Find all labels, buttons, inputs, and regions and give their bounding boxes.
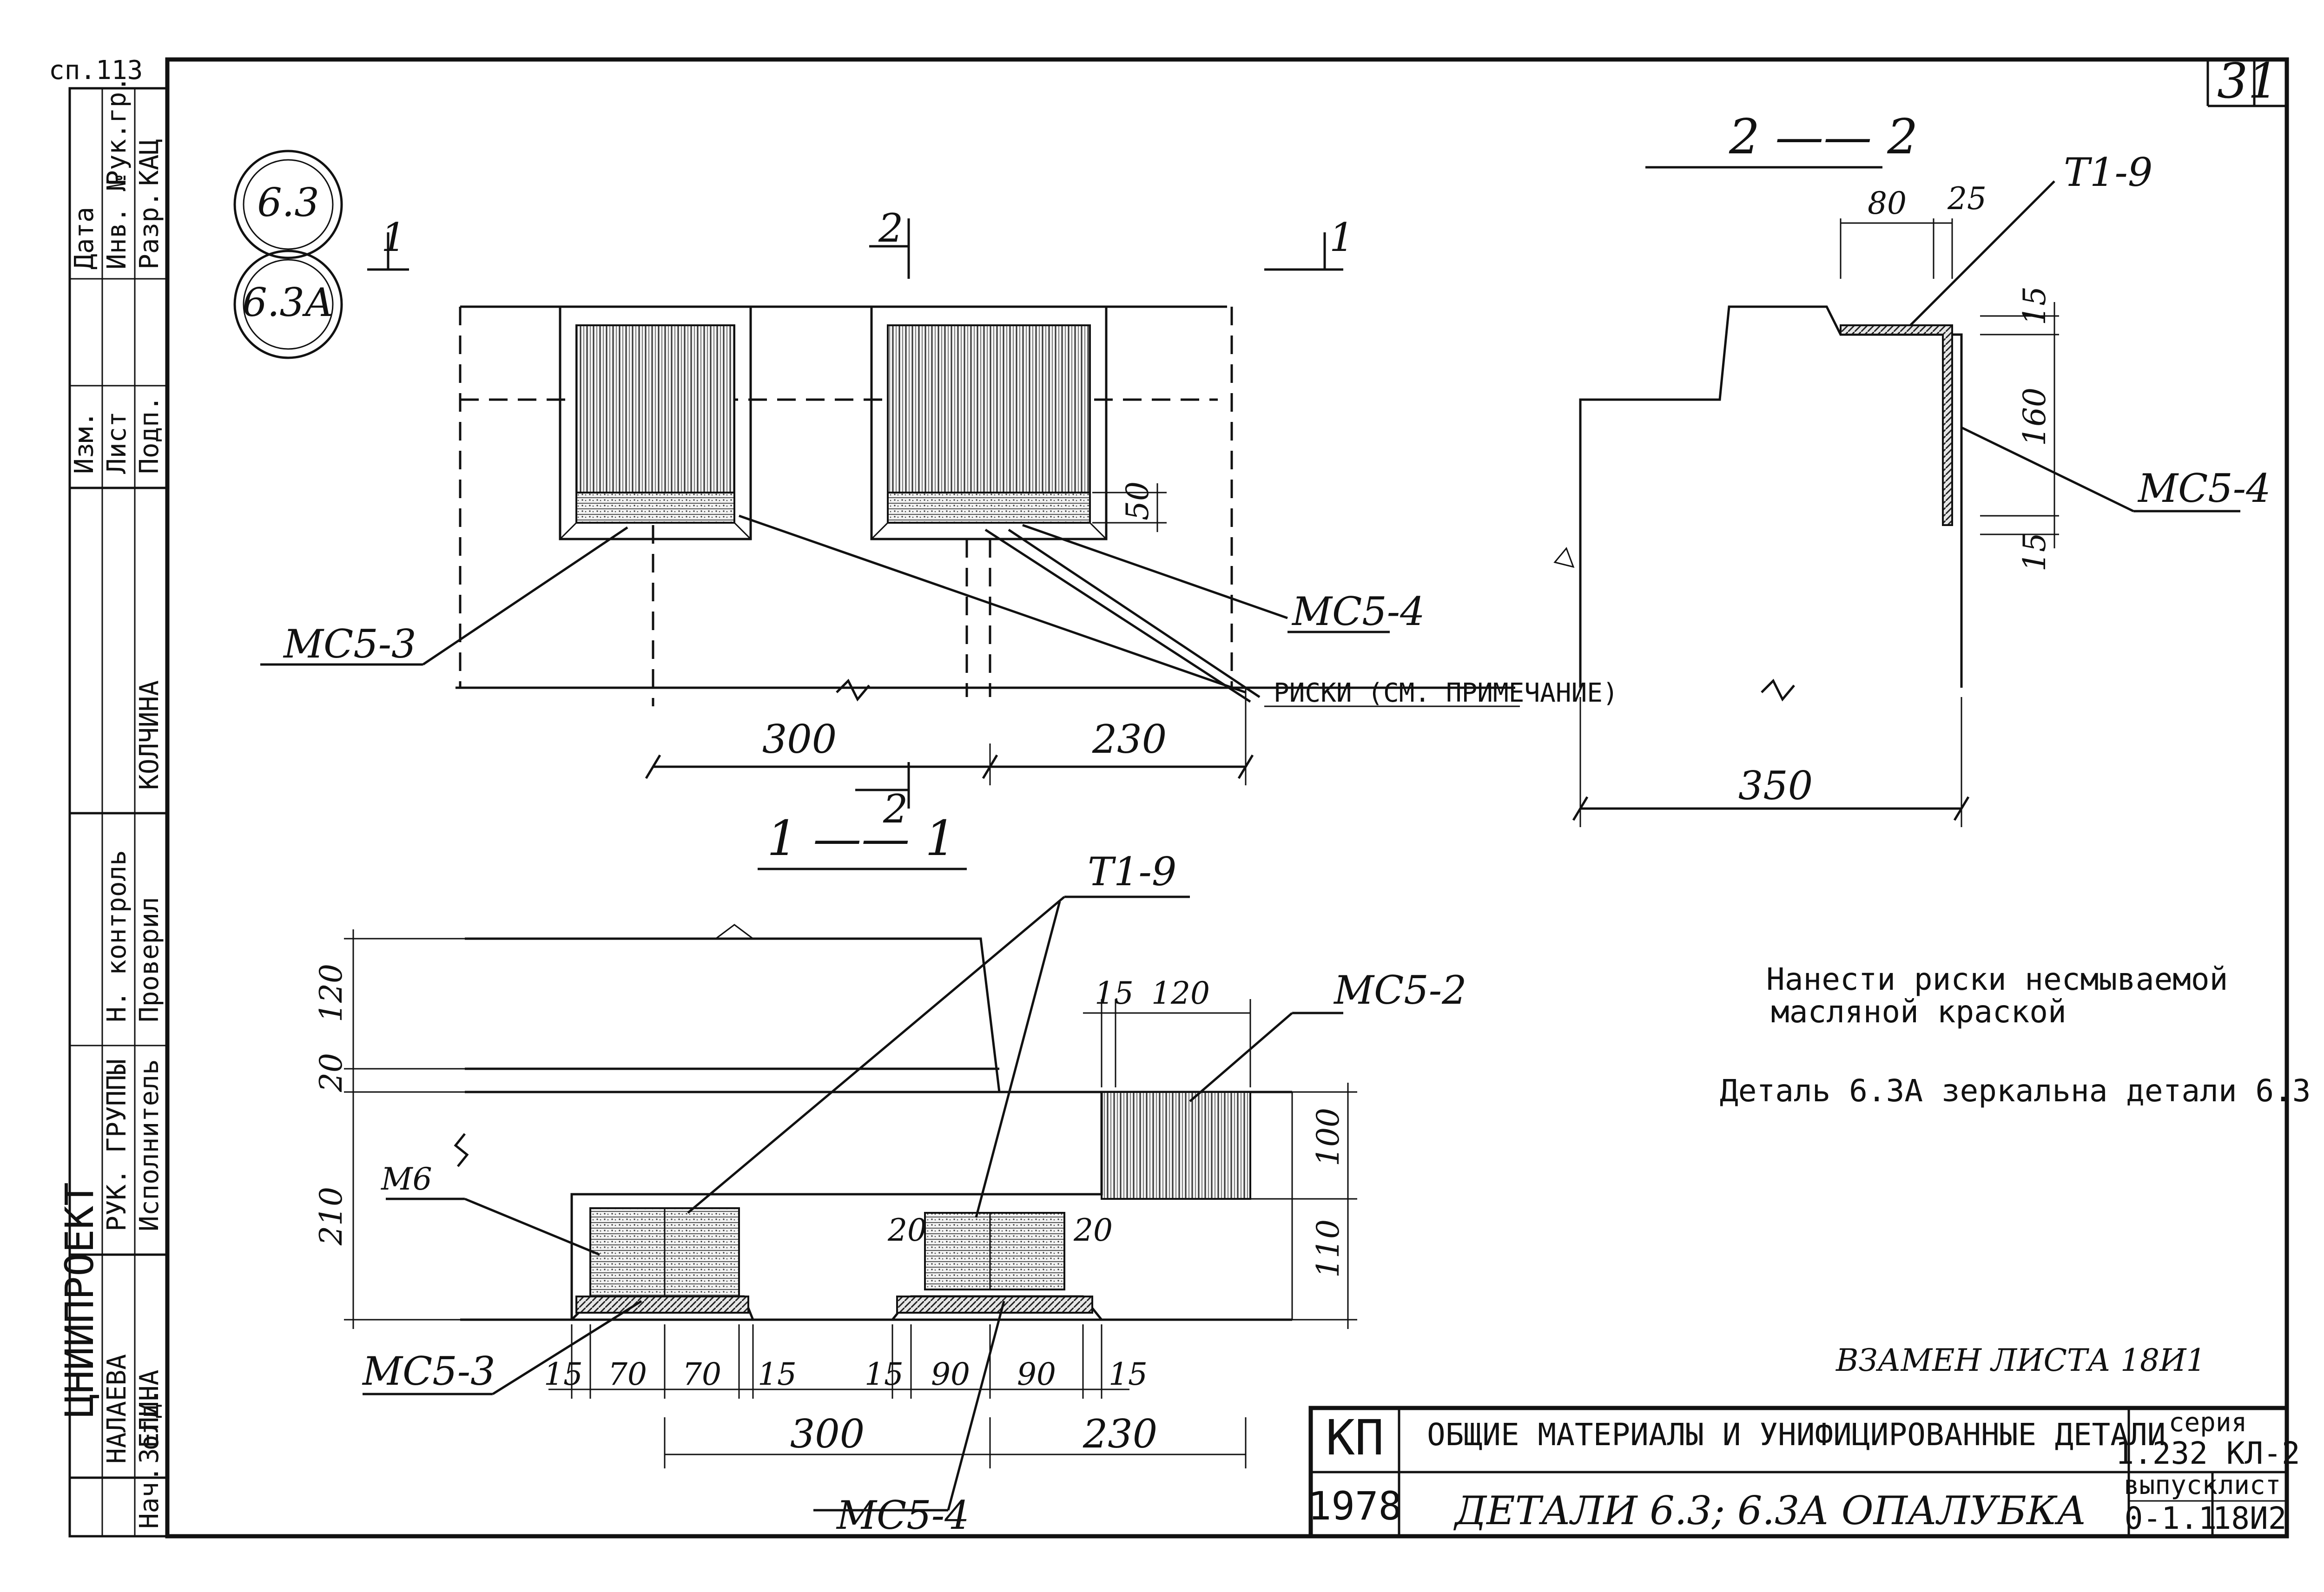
section-2-2-dim-15-bot: 15 <box>2017 533 2053 572</box>
title-top: ОБЩИЕ МАТЕРИАЛЫ И УНИФИЦИРОВАННЫЕ ДЕТАЛИ <box>1427 1417 2166 1453</box>
section-2-2-label-t1-9: Т1-9 <box>2064 150 2152 195</box>
section-1-1-label-t1-9: Т1-9 <box>1088 849 1176 895</box>
section-1-1-dim-120-top: 120 <box>1151 975 1210 1011</box>
stamp-top-4: Дата <box>69 207 99 270</box>
section-1-1-label-mc5-2: МС5-2 <box>1333 967 1467 1013</box>
top-left-code: сп.113 <box>49 55 143 86</box>
note-line-2: масляной краской <box>1771 994 2067 1030</box>
plan-dim-50: 50 <box>1120 481 1155 520</box>
plan-cut1-right: 1 <box>1329 215 1354 260</box>
title-main: ДЕТАЛИ 6.3; 6.3А ОПАЛУБКА <box>1453 1488 2086 1533</box>
detail-marker-6-3a <box>233 250 343 359</box>
stamp-name-2: ЗЕЛИНА <box>134 1370 165 1464</box>
section-2-2-dim-25: 25 <box>1947 181 1987 217</box>
note-mirror: Деталь 6.3А зеркальна детали 6.3 <box>1720 1073 2311 1109</box>
stamp-name-1: НАЛАЕВА <box>102 1354 132 1464</box>
title-issue-label: выпуск <box>2124 1470 2218 1500</box>
plan-cut2-bottom: 2 <box>883 786 908 832</box>
section-1-1-bottom-dim-7: 90 <box>1017 1356 1056 1392</box>
section-1-1-bottom-dim-1: 15 <box>544 1356 583 1392</box>
section-1-1-dim-20-left: 20 <box>313 1053 349 1092</box>
left-stamp <box>68 87 169 1538</box>
stamp-top-6: Разр. <box>134 191 165 270</box>
section-1-1-bottom-dim-3: 70 <box>682 1356 721 1392</box>
plan-label-riski: РИСКИ (СМ. ПРИМЕЧАНИЕ) <box>1274 678 1618 708</box>
stamp-org-vertical: ЦНИИПРОЕКТ <box>57 1182 102 1417</box>
section-1-1-bottom-dim-4: 15 <box>758 1356 797 1392</box>
plan-cut2-top: 2 <box>878 205 903 251</box>
section-1-1-bottom-dim-8: 15 <box>1109 1356 1148 1392</box>
section-1-1-label-mc5-3: МС5-3 <box>362 1349 495 1394</box>
section-1-1-bottom-dim-6: 90 <box>931 1356 970 1392</box>
section-2-2-title: 2 —— 2 <box>1729 108 1918 165</box>
section-1-1-label-m6: М6 <box>381 1161 432 1197</box>
plan-dim-230: 230 <box>1092 717 1167 762</box>
plan-cut1-left: 1 <box>381 215 406 260</box>
title-series-label: серия <box>2169 1408 2247 1438</box>
title-org-code: КП <box>1326 1409 1384 1466</box>
plan-view <box>260 218 1520 809</box>
section-1-1-bottom-dim-2: 70 <box>608 1356 647 1392</box>
section-1-1-dim-110: 110 <box>1310 1219 1346 1278</box>
title-sheet-value: 18И2 <box>2213 1500 2287 1536</box>
stamp-role-4: Н. контроль <box>102 850 132 1022</box>
stamp-role-2: Исполнитель <box>134 1059 165 1231</box>
stamp-top-2: Лист <box>102 411 132 474</box>
plan-label-mc5-3: МС5-3 <box>283 621 416 667</box>
stamp-role-5: Нач. отд. <box>134 1388 165 1529</box>
detail-marker-6-3-label: 6.3 <box>257 180 319 225</box>
detail-marker-6-3 <box>233 150 343 259</box>
title-issue-value: 0-1.1 <box>2125 1500 2217 1536</box>
section-1-1-dim-20-b: 20 <box>1073 1212 1113 1248</box>
section-2-2-dim-350: 350 <box>1738 763 1813 809</box>
section-1-1-title: 1 —— 1 <box>767 810 956 867</box>
title-block <box>1308 1406 2289 1539</box>
stamp-name-3: КОЛЧИНА <box>134 680 165 790</box>
stamp-top-8: КАЦ <box>134 139 165 186</box>
section-1-1-dim-230: 230 <box>1083 1411 1157 1457</box>
stamp-role-3: Проверил <box>134 897 165 1022</box>
section-1-1-dim-300: 300 <box>790 1411 865 1457</box>
section-1-1-bottom-dim-5: 15 <box>865 1356 904 1392</box>
section-1-1-dim-20-a: 20 <box>887 1212 927 1248</box>
stamp-top-7: Рук.гр. <box>102 76 132 186</box>
note-line-1: Нанести риски несмываемой <box>1766 961 2228 997</box>
section-2-2-dim-80: 80 <box>1868 185 1907 221</box>
section-2-2-label-mc5-4: МС5-4 <box>2137 466 2271 511</box>
plan-dim-300: 300 <box>762 717 837 762</box>
title-sheet-label: лист <box>2218 1470 2281 1500</box>
stamp-role-1: РУК. ГРУППЫ <box>102 1059 132 1231</box>
section-1-1 <box>344 868 1357 1512</box>
section-2-2-dim-160: 160 <box>2017 388 2053 446</box>
section-2-2 <box>1553 166 2240 827</box>
section-2-2-dim-15-top: 15 <box>2017 286 2053 325</box>
section-1-1-dim-210: 210 <box>313 1187 349 1246</box>
sheet-number: 31 <box>2217 53 2278 109</box>
replaces-note: ВЗАМЕН ЛИСТА 18И1 <box>1835 1342 2206 1378</box>
stamp-top-1: Изм. <box>69 411 99 474</box>
plan-label-mc5-4: МС5-4 <box>1291 589 1425 634</box>
section-1-1-dim-120-left: 120 <box>313 964 349 1022</box>
title-series-value: 1.232 КЛ-2 <box>2115 1435 2300 1471</box>
title-year: 1978 <box>1308 1483 1402 1529</box>
section-1-1-dim-100: 100 <box>1310 1108 1346 1166</box>
section-1-1-dim-15-top: 15 <box>1095 975 1134 1011</box>
stamp-top-5: Инв. № <box>102 175 132 270</box>
section-1-1-label-mc5-4: МС5-4 <box>836 1493 970 1538</box>
detail-marker-6-3a-label: 6.3А <box>242 280 334 325</box>
stamp-top-3: Подп. <box>134 395 165 474</box>
